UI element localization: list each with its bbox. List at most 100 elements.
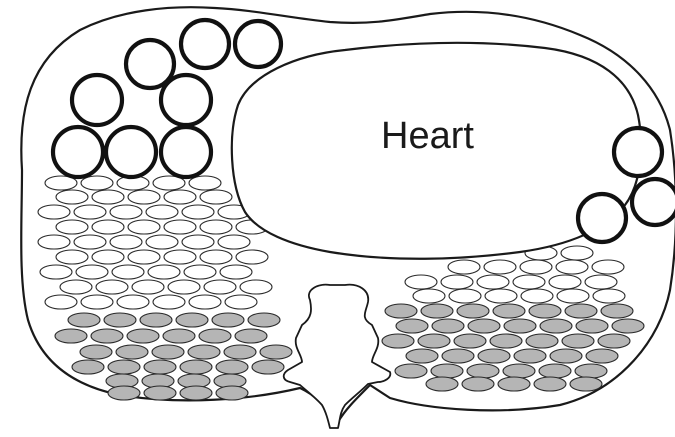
left-lung-alveolus: [110, 235, 142, 249]
right-lung-alveolus: [441, 275, 473, 289]
left-lung-alveolus: [146, 235, 178, 249]
left-lung-alveolus: [204, 280, 236, 294]
left-lung-alveolus: [56, 220, 88, 234]
left-lung-alveolus: [200, 250, 232, 264]
left-lung-alveolus: [148, 265, 180, 279]
left-lung-alveolus: [188, 345, 220, 359]
left-lung-alveolus: [108, 360, 140, 374]
right-lung-alveolus: [498, 377, 530, 391]
right-lung-alveolus: [534, 377, 566, 391]
left-lung-alveolus: [76, 265, 108, 279]
left-lung-alveolus: [252, 360, 284, 374]
bubble-circle: [614, 128, 662, 176]
left-lung-alveolus: [168, 280, 200, 294]
left-lung-alveolus: [236, 250, 268, 264]
right-lung-alveolus: [493, 304, 525, 318]
left-lung-alveolus: [128, 190, 160, 204]
right-lung-alveolus: [612, 319, 644, 333]
left-lung-alveolus: [260, 345, 292, 359]
left-lung-alveolus: [152, 345, 184, 359]
bubble-circle: [161, 75, 211, 125]
left-lung-alveolus: [38, 235, 70, 249]
left-lung-alveolus: [220, 265, 252, 279]
left-lung-alveolus: [224, 345, 256, 359]
right-lung-alveolus: [549, 275, 581, 289]
right-lung-alveolus: [570, 377, 602, 391]
bubble-circle: [632, 179, 675, 225]
right-lung-alveolus: [468, 319, 500, 333]
right-lung-alveolus: [576, 319, 608, 333]
left-lung-alveolus: [104, 313, 136, 327]
left-lung-alveolus: [132, 280, 164, 294]
right-lung-alveolus: [477, 275, 509, 289]
left-lung-alveolus: [180, 360, 212, 374]
left-lung-alveolus: [199, 329, 231, 343]
left-lung-alveolus: [38, 205, 70, 219]
bubble-circle: [578, 194, 626, 242]
left-lung-alveolus: [182, 205, 214, 219]
left-lung-alveolus: [127, 329, 159, 343]
right-lung-alveolus: [598, 334, 630, 348]
left-lung-alveolus: [110, 205, 142, 219]
right-lung-alveolus: [504, 319, 536, 333]
left-lung-alveolus: [146, 205, 178, 219]
left-lung-alveolus: [176, 313, 208, 327]
heart-label: Heart: [381, 115, 474, 157]
right-lung-alveolus: [521, 289, 553, 303]
left-lung-alveolus: [56, 250, 88, 264]
left-lung-alveolus: [200, 220, 232, 234]
right-lung-alveolus: [550, 349, 582, 363]
left-lung-alveolus: [80, 345, 112, 359]
bubble-circle: [126, 40, 174, 88]
left-lung-alveolus: [180, 386, 212, 400]
right-lung-alveolus: [565, 304, 597, 318]
right-lung-alveolus: [418, 334, 450, 348]
left-lung-alveolus: [144, 360, 176, 374]
right-lung-alveolus: [396, 319, 428, 333]
right-lung-alveolus: [449, 289, 481, 303]
left-lung-alveolus: [112, 265, 144, 279]
left-lung-alveolus: [164, 220, 196, 234]
right-lung-alveolus: [406, 349, 438, 363]
right-lung-alveolus: [556, 260, 588, 274]
right-lung-alveolus: [585, 275, 617, 289]
right-lung-alveolus: [557, 289, 589, 303]
left-lung-alveolus: [153, 295, 185, 309]
bubble-circle: [72, 75, 122, 125]
left-lung-alveolus: [55, 329, 87, 343]
right-lung-alveolus: [529, 304, 561, 318]
bubble-circle: [53, 127, 103, 177]
left-lung-alveolus: [40, 265, 72, 279]
left-lung-alveolus: [60, 280, 92, 294]
left-lung-alveolus: [117, 295, 149, 309]
left-lung-alveolus: [144, 386, 176, 400]
right-lung-alveolus: [575, 364, 607, 378]
left-lung-alveolus: [92, 250, 124, 264]
right-lung-alveolus: [484, 260, 516, 274]
right-lung-alveolus: [413, 289, 445, 303]
left-lung-alveolus: [225, 295, 257, 309]
left-lung-alveolus: [164, 250, 196, 264]
left-lung-alveolus: [68, 313, 100, 327]
right-lung-alveolus: [432, 319, 464, 333]
right-lung-alveolus: [442, 349, 474, 363]
right-lung-alveolus: [448, 260, 480, 274]
left-lung-alveolus: [116, 345, 148, 359]
right-lung-alveolus: [586, 349, 618, 363]
right-lung-alveolus: [526, 334, 558, 348]
left-lung-alveolus: [91, 329, 123, 343]
right-lung-alveolus: [478, 349, 510, 363]
left-lung-alveolus: [81, 295, 113, 309]
left-lung-alveolus: [216, 360, 248, 374]
left-lung-alveolus: [189, 295, 221, 309]
left-lung-alveolus: [74, 235, 106, 249]
right-lung-alveolus: [462, 377, 494, 391]
right-lung-alveolus: [540, 319, 572, 333]
right-lung-alveolus: [385, 304, 417, 318]
left-lung-alveolus: [108, 386, 140, 400]
bubble-circle: [181, 20, 229, 68]
right-lung-alveolus: [421, 304, 453, 318]
left-lung-alveolus: [56, 190, 88, 204]
